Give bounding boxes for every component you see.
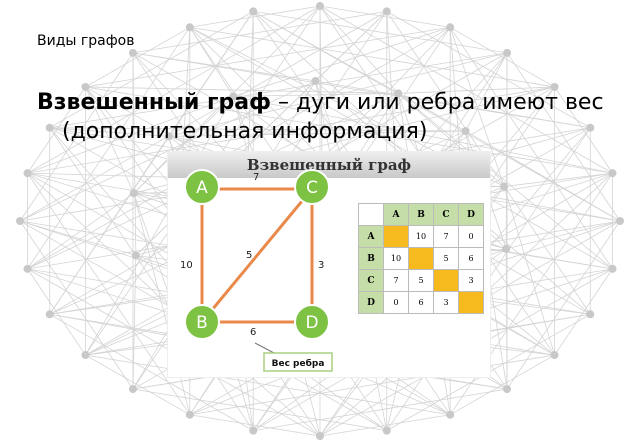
matrix-cell: 7 [383, 269, 409, 292]
callout-pointer [254, 342, 275, 354]
weighted-graph-figure: Взвешенный граф 7 10 5 3 6 A C B D Вес р… [168, 152, 490, 377]
matrix-cell [383, 225, 409, 248]
node-d-label: D [305, 313, 318, 333]
matrix-row-header: D [358, 291, 384, 314]
node-c: C [294, 169, 330, 205]
matrix-cell: 5 [433, 247, 459, 270]
matrix-row-header: B [358, 247, 384, 270]
matrix-cell: 7 [433, 225, 459, 248]
bullet-text: Взвешенный граф – дуги или ребра имеют в… [37, 88, 642, 146]
node-b-label: B [196, 313, 208, 333]
bullet-description: – дуги или ребра имеют вес (дополнительн… [62, 90, 604, 144]
matrix-col-header: A [383, 203, 409, 226]
matrix-corner [358, 203, 384, 226]
node-a: A [184, 169, 220, 205]
matrix-col-header: B [408, 203, 434, 226]
node-a-label: A [196, 178, 208, 198]
matrix-col-header: D [458, 203, 484, 226]
weight-label-bd: 6 [250, 327, 256, 338]
matrix-row: C 7 5 3 [358, 269, 484, 292]
matrix-cell: 0 [458, 225, 484, 248]
matrix-cell [408, 247, 434, 270]
bullet-term: Взвешенный граф [37, 90, 271, 115]
slide-title: Виды графов [37, 33, 135, 49]
matrix-row: D 0 6 3 [358, 291, 484, 314]
node-b: B [184, 304, 220, 340]
matrix-cell: 3 [458, 269, 484, 292]
weight-label-bc: 5 [246, 250, 252, 261]
matrix-cell: 6 [408, 291, 434, 314]
matrix-cell: 10 [383, 247, 409, 270]
matrix-header-row: A B C D [358, 203, 484, 226]
matrix-cell: 6 [458, 247, 484, 270]
figure-header: Взвешенный граф [168, 152, 490, 178]
adjacency-matrix: A B C D A 10 7 0 B 10 5 6 C 7 5 3 D 0 [358, 203, 484, 314]
matrix-col-header: C [433, 203, 459, 226]
matrix-cell: 5 [408, 269, 434, 292]
matrix-cell: 0 [383, 291, 409, 314]
weight-label-ab: 10 [180, 260, 193, 271]
callout-box [263, 352, 333, 372]
edge-b-c [200, 188, 314, 323]
node-c-label: C [306, 178, 318, 198]
weight-label-ac: 7 [253, 172, 259, 183]
matrix-row-header: A [358, 225, 384, 248]
node-d: D [294, 304, 330, 340]
matrix-row-header: C [358, 269, 384, 292]
matrix-row: A 10 7 0 [358, 225, 484, 248]
matrix-cell [433, 269, 459, 292]
matrix-row: B 10 5 6 [358, 247, 484, 270]
callout-label: Вес ребра [272, 358, 325, 369]
matrix-cell: 10 [408, 225, 434, 248]
matrix-cell [458, 291, 484, 314]
matrix-cell: 3 [433, 291, 459, 314]
graph-diagram: 7 10 5 3 6 A C B D Вес ребра [180, 169, 333, 372]
weight-label-cd: 3 [318, 260, 324, 271]
